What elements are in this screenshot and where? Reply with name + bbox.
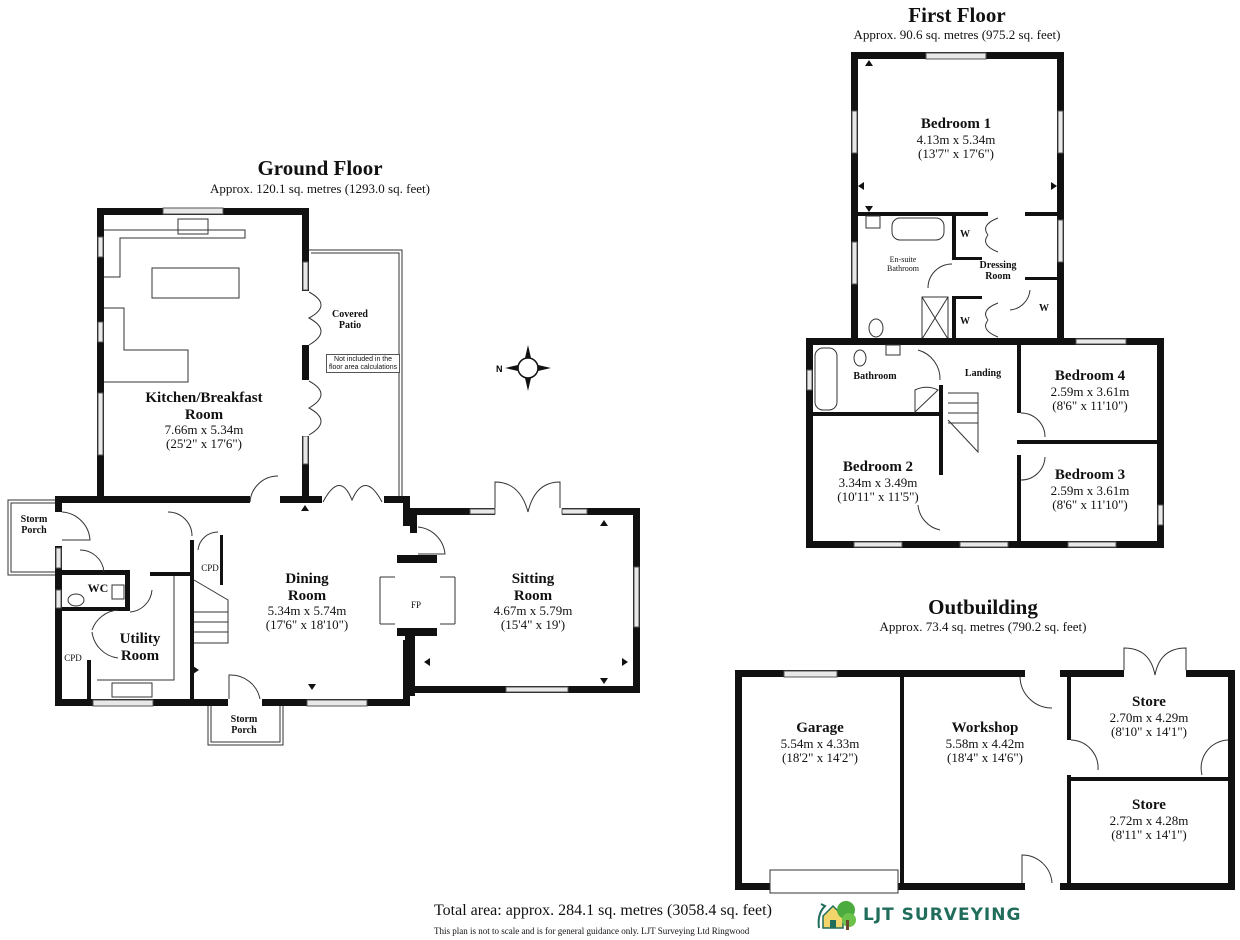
outbuilding-title: Outbuilding bbox=[928, 595, 1038, 619]
compass-icon bbox=[517, 357, 539, 379]
room-bedroom-2: Bedroom 2 3.34m x 3.49m (10'11" x 11'5") bbox=[837, 459, 919, 504]
label-storm-porch-left: Storm Porch bbox=[20, 514, 48, 536]
svg-text:N: N bbox=[496, 364, 503, 374]
label-cpd-utility: CPD bbox=[64, 653, 82, 663]
label-bathroom: Bathroom bbox=[853, 371, 897, 382]
room-workshop: Workshop 5.58m x 4.42m (18'4" x 14'6") bbox=[945, 720, 1025, 765]
room-store-1: Store 2.70m x 4.29m (8'10" x 14'1") bbox=[1109, 694, 1189, 739]
ground-floor-area: Approx. 120.1 sq. metres (1293.0 sq. fee… bbox=[210, 181, 430, 196]
first-floor-title: First Floor bbox=[908, 3, 1006, 27]
disclaimer: This plan is not to scale and is for gen… bbox=[434, 926, 750, 936]
room-dining: Dining Room 5.34m x 5.74m (17'6" x 18'10… bbox=[265, 571, 349, 633]
room-kitchen: Kitchen/Breakfast Room 7.66m x 5.34m (25… bbox=[145, 390, 263, 452]
label-wardrobe-1: W bbox=[960, 229, 970, 240]
room-bedroom-3: Bedroom 3 2.59m x 3.61m (8'6" x 11'10") bbox=[1050, 467, 1130, 512]
room-sitting: Sitting Room 4.67m x 5.79m (15'4" x 19') bbox=[493, 571, 573, 633]
house-tree-icon bbox=[817, 901, 856, 930]
label-cpd-dining: CPD bbox=[201, 563, 219, 573]
room-bedroom-4: Bedroom 4 2.59m x 3.61m (8'6" x 11'10") bbox=[1050, 368, 1130, 413]
label-dressing-room: Dressing Room bbox=[979, 260, 1017, 282]
label-storm-porch-bottom: Storm Porch bbox=[230, 714, 258, 736]
total-area: Total area: approx. 284.1 sq. metres (30… bbox=[434, 902, 772, 919]
first-floor-area: Approx. 90.6 sq. metres (975.2 sq. feet) bbox=[853, 27, 1061, 42]
label-wardrobe-3: W bbox=[1039, 303, 1049, 314]
ground-floor-title: Ground Floor bbox=[257, 156, 383, 180]
ljt-surveying-logo: LJT SURVEYING bbox=[815, 898, 1021, 932]
label-covered-patio: Covered Patio bbox=[332, 309, 368, 331]
outbuilding-area: Approx. 73.4 sq. metres (790.2 sq. feet) bbox=[879, 619, 1087, 634]
room-garage: Garage 5.54m x 4.33m (18'2" x 14'2") bbox=[780, 720, 860, 765]
room-store-2: Store 2.72m x 4.28m (8'11" x 14'1") bbox=[1109, 797, 1189, 842]
label-ensuite: En-suite Bathroom bbox=[887, 255, 919, 273]
room-utility: Utility Room bbox=[119, 631, 161, 664]
room-bedroom-1: Bedroom 1 4.13m x 5.34m (13'7" x 17'6") bbox=[916, 116, 996, 161]
label-wc: WC bbox=[87, 581, 109, 595]
label-wardrobe-2: W bbox=[960, 316, 970, 327]
logo-text: LJT SURVEYING bbox=[863, 905, 1022, 925]
patio-note: Not included in the floor area calculati… bbox=[326, 354, 401, 374]
label-fireplace: FP bbox=[410, 600, 422, 610]
label-landing: Landing bbox=[964, 368, 1002, 379]
